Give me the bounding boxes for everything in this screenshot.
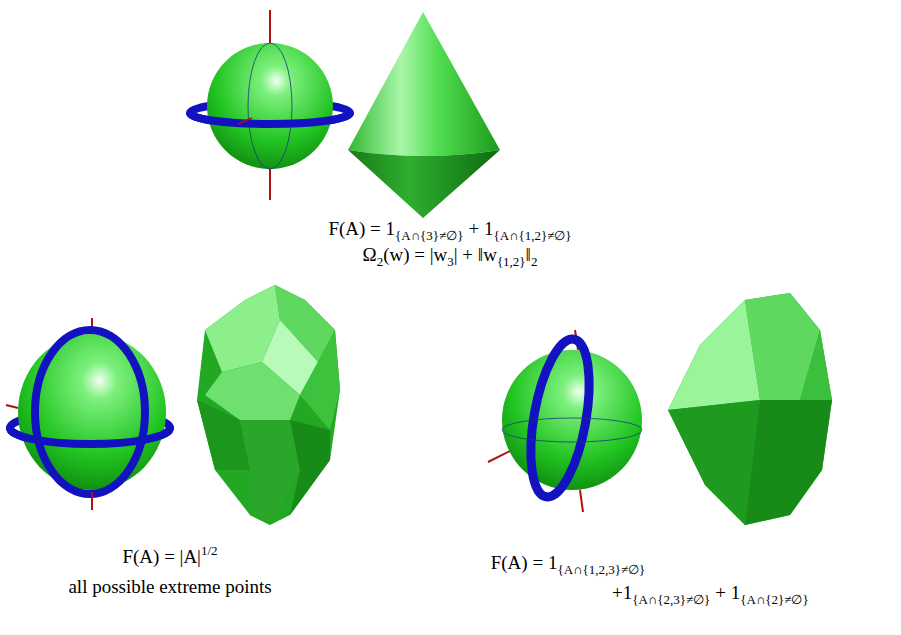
meridian [248,43,292,169]
sphere-figure [6,318,170,510]
axis-line [269,10,271,44]
formula-text: all possible extreme points [68,576,271,599]
blue-ring-front [190,113,350,124]
facet [197,400,250,470]
axis-line [238,118,252,124]
blue-ring [35,330,145,494]
double-cone [348,12,500,218]
axis-line [269,169,271,200]
cone-bottom [348,150,500,218]
superscript: 1/2 [201,543,218,559]
formula-text: + 1 [715,582,740,605]
subscript: {A∩{2,3}≠∅} [632,592,710,608]
formula-text: +1 [612,582,632,605]
facet [300,330,340,430]
facet [290,420,330,515]
caption-line: Ω2(w) = |w3| + ‖w{1,2}‖2 [363,244,538,267]
polytope-body [668,293,832,525]
axis-line [488,450,512,462]
facet [668,400,760,525]
subscript: 3 [447,254,454,270]
subscript: 2 [377,254,384,270]
caption-line: all possible extreme points [68,576,271,599]
formula-text: F(A) = 1 [491,552,558,575]
formula-text: ‖ [526,244,531,267]
formula-text: F(A) = 1 [328,218,395,241]
subscript: 2 [531,254,538,270]
subscript: {A∩{1,2,3}≠∅} [557,562,645,578]
subscript: {A∩{3}≠∅} [395,228,463,244]
sphere-figure [488,330,642,512]
sphere [207,43,333,169]
subscript: {A∩{1,2}≠∅} [493,228,571,244]
facet [745,400,832,525]
subscript: {A∩{2}≠∅} [740,592,808,608]
sphere-figure [190,10,350,200]
caption-line: F(A) = |A|1/2 [122,546,217,569]
formula-text: | + ‖w [454,244,497,267]
blue-ring-front [10,428,170,444]
axis-line [580,490,583,512]
subscript: {1,2} [497,254,526,270]
formula-text: Ω [363,244,377,267]
caption-line: F(A) = 1{A∩{3}≠∅} + 1{A∩{1,2}≠∅} [328,218,571,241]
formula-text: (w) = |w [383,244,447,267]
formula-text: F(A) = |A| [122,546,201,569]
polytope [668,293,832,525]
facet [800,330,832,400]
axis-line [6,405,18,408]
caption-line: +1{A∩{2,3}≠∅} + 1{A∩{2}≠∅} [612,582,809,605]
formula-text: + 1 [468,218,493,241]
equator [502,418,642,442]
caption-line: F(A) = 1{A∩{1,2,3}≠∅} [491,552,646,575]
polytope-body [197,285,340,525]
cone-top [348,12,500,156]
polytope [197,285,340,525]
axis-line [91,492,93,510]
facet [240,420,300,525]
facet [668,300,760,410]
